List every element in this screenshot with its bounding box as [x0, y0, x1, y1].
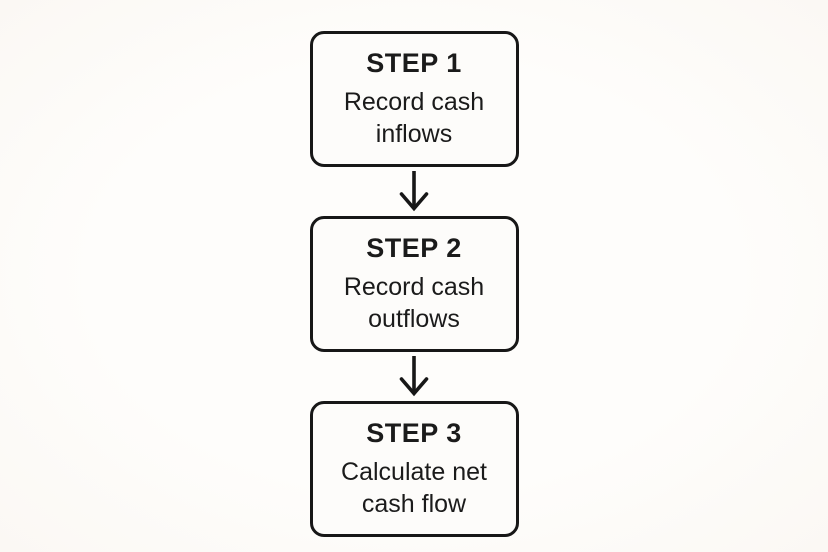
step-3-description: Calculate net cash flow — [341, 458, 487, 518]
down-arrow-icon — [399, 356, 429, 397]
step-box-1: STEP 1 Record cash inflows — [309, 31, 519, 167]
step-box-3: STEP 3 Calculate net cash flow — [309, 401, 519, 537]
step-1-title: STEP 1 — [366, 48, 462, 78]
step-3-title: STEP 3 — [366, 418, 462, 448]
step-2-title: STEP 2 — [366, 233, 462, 263]
connector-1 — [394, 167, 434, 216]
step-2-description: Record cash outflows — [343, 273, 485, 333]
down-arrow-icon — [399, 171, 429, 212]
connector-2 — [394, 352, 434, 401]
step-box-2: STEP 2 Record cash outflows — [309, 216, 519, 352]
step-1-description: Record cash inflows — [343, 88, 485, 148]
